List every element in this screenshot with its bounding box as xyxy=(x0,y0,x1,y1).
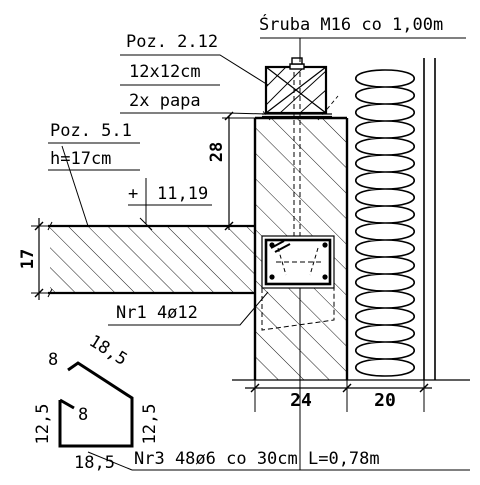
dimension-24-label: 24 xyxy=(290,390,312,411)
level-value: 11,19 xyxy=(157,184,208,204)
stirrup-top-hook-label: 8 xyxy=(48,350,58,370)
poz-2-12-label: Poz. 2.12 xyxy=(126,32,218,52)
dimension-20-label: 20 xyxy=(374,390,396,411)
stirrup-right-label: 12,5 xyxy=(140,404,160,445)
insulation-layer xyxy=(354,58,436,380)
dimension-17-label: 17 xyxy=(18,249,38,269)
section-size-label: 12x12cm xyxy=(129,62,201,82)
dimension-28-label: 28 xyxy=(207,142,227,162)
papa-label: 2x papa xyxy=(129,91,201,111)
stirrup-diagonal-label: 18,5 xyxy=(85,331,130,370)
screw-label: Śruba M16 co 1,00m xyxy=(259,13,443,35)
level-plus: + xyxy=(128,184,138,204)
dimension-28 xyxy=(222,111,262,231)
nr3-label: Nr3 48ø6 co 30cm L=0,78m xyxy=(134,449,380,469)
poz-5-1-label: Poz. 5.1 xyxy=(50,121,132,141)
stirrup-shape xyxy=(58,361,134,448)
slab-height-label: h=17cm xyxy=(50,149,111,169)
level-mark xyxy=(128,178,212,231)
stirrup-left-label: 12,5 xyxy=(33,404,53,445)
wall-plate-beam xyxy=(262,65,332,118)
dimension-17 xyxy=(31,218,54,300)
dimension-24-20 xyxy=(245,368,432,412)
leader-lines xyxy=(48,37,470,471)
ring-beam xyxy=(261,235,335,331)
nr1-label: Nr1 4ø12 xyxy=(116,303,198,323)
stirrup-bottom-label: 18,5 xyxy=(74,453,115,473)
floor-slab xyxy=(47,221,255,298)
stirrup-inner-hook-label: 8 xyxy=(78,405,88,425)
